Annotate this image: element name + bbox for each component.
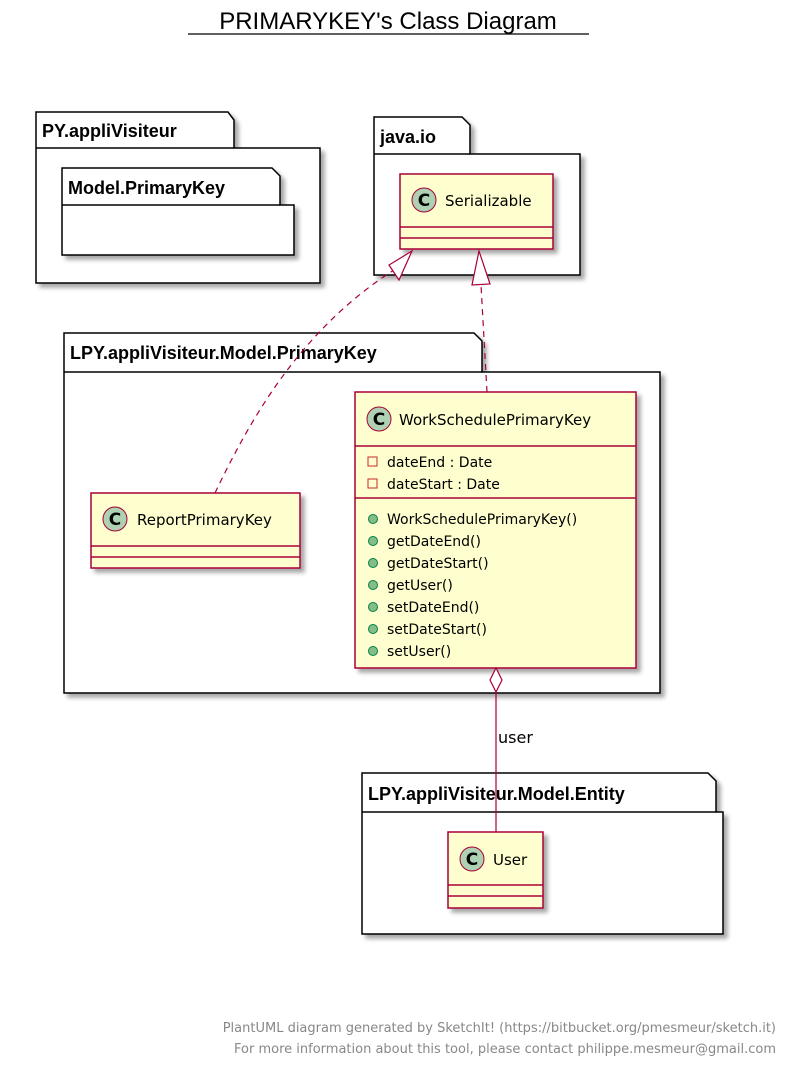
field-datestart: dateStart : Date <box>387 477 500 493</box>
method-constructor: WorkSchedulePrimaryKey() <box>387 512 577 528</box>
class-stereotype-icon <box>459 846 485 872</box>
public-visibility-icon <box>368 624 378 634</box>
realization-reportprimarykey-serializable <box>214 249 414 494</box>
method-getuser: getUser() <box>387 578 453 594</box>
realization-workscheduleprimarykey-serializable <box>471 248 491 393</box>
public-visibility-icon <box>368 646 378 656</box>
package-label-model-primarykey: Model.PrimaryKey <box>68 178 225 198</box>
package-model-primarykey <box>61 167 295 256</box>
diagram-title: PRIMARYKEY's Class Diagram <box>188 8 589 35</box>
public-visibility-icon <box>368 536 378 546</box>
public-visibility-icon <box>368 514 378 524</box>
title-text: PRIMARYKEY's Class Diagram <box>219 8 557 35</box>
public-visibility-icon <box>368 558 378 568</box>
private-visibility-icon <box>367 478 378 489</box>
package-label-py-applivisiteur: PY.appliVisiteur <box>42 121 177 141</box>
class-workscheduleprimarykey[interactable]: C WorkSchedulePrimaryKey dateEnd : Date … <box>354 391 637 669</box>
class-name-user: User <box>493 851 528 869</box>
class-stereotype-icon <box>411 187 437 213</box>
class-name-workscheduleprimarykey: WorkSchedulePrimaryKey <box>399 411 591 429</box>
package-label-lpy-model-primarykey: LPY.appliVisiteur.Model.PrimaryKey <box>70 343 377 363</box>
method-getdatestart: getDateStart() <box>387 556 489 572</box>
class-name-reportprimarykey: ReportPrimaryKey <box>137 511 272 529</box>
method-setdateend: setDateEnd() <box>387 600 479 616</box>
stereotype-letter: C <box>466 850 478 870</box>
class-user[interactable]: C User <box>447 831 544 909</box>
stereotype-letter: C <box>109 510 121 530</box>
aggregation-workscheduleprimarykey-user <box>489 666 503 832</box>
stereotype-letter: C <box>373 410 385 430</box>
private-visibility-icon <box>367 456 378 467</box>
aggregation-label-user: user <box>498 728 533 747</box>
method-setuser: setUser() <box>387 644 451 660</box>
public-visibility-icon <box>368 580 378 590</box>
class-serializable[interactable]: C Serializable <box>399 173 554 250</box>
field-dateend: dateEnd : Date <box>387 455 492 471</box>
realization-arrowhead <box>388 249 414 282</box>
package-label-java-io: java.io <box>379 127 436 147</box>
class-stereotype-icon <box>366 406 392 432</box>
aggregation-diamond <box>489 666 503 694</box>
class-reportprimarykey[interactable]: C ReportPrimaryKey <box>90 492 301 569</box>
footer-line-2: For more information about this tool, pl… <box>234 1042 776 1057</box>
footer-line-1: PlantUML diagram generated by SketchIt! … <box>223 1021 776 1036</box>
stereotype-letter: C <box>418 191 430 211</box>
method-setdatestart: setDateStart() <box>387 622 487 638</box>
class-stereotype-icon <box>102 506 128 532</box>
method-getdateend: getDateEnd() <box>387 534 481 550</box>
class-name-serializable: Serializable <box>445 192 532 210</box>
realization-arrowhead <box>471 248 491 286</box>
public-visibility-icon <box>368 602 378 612</box>
